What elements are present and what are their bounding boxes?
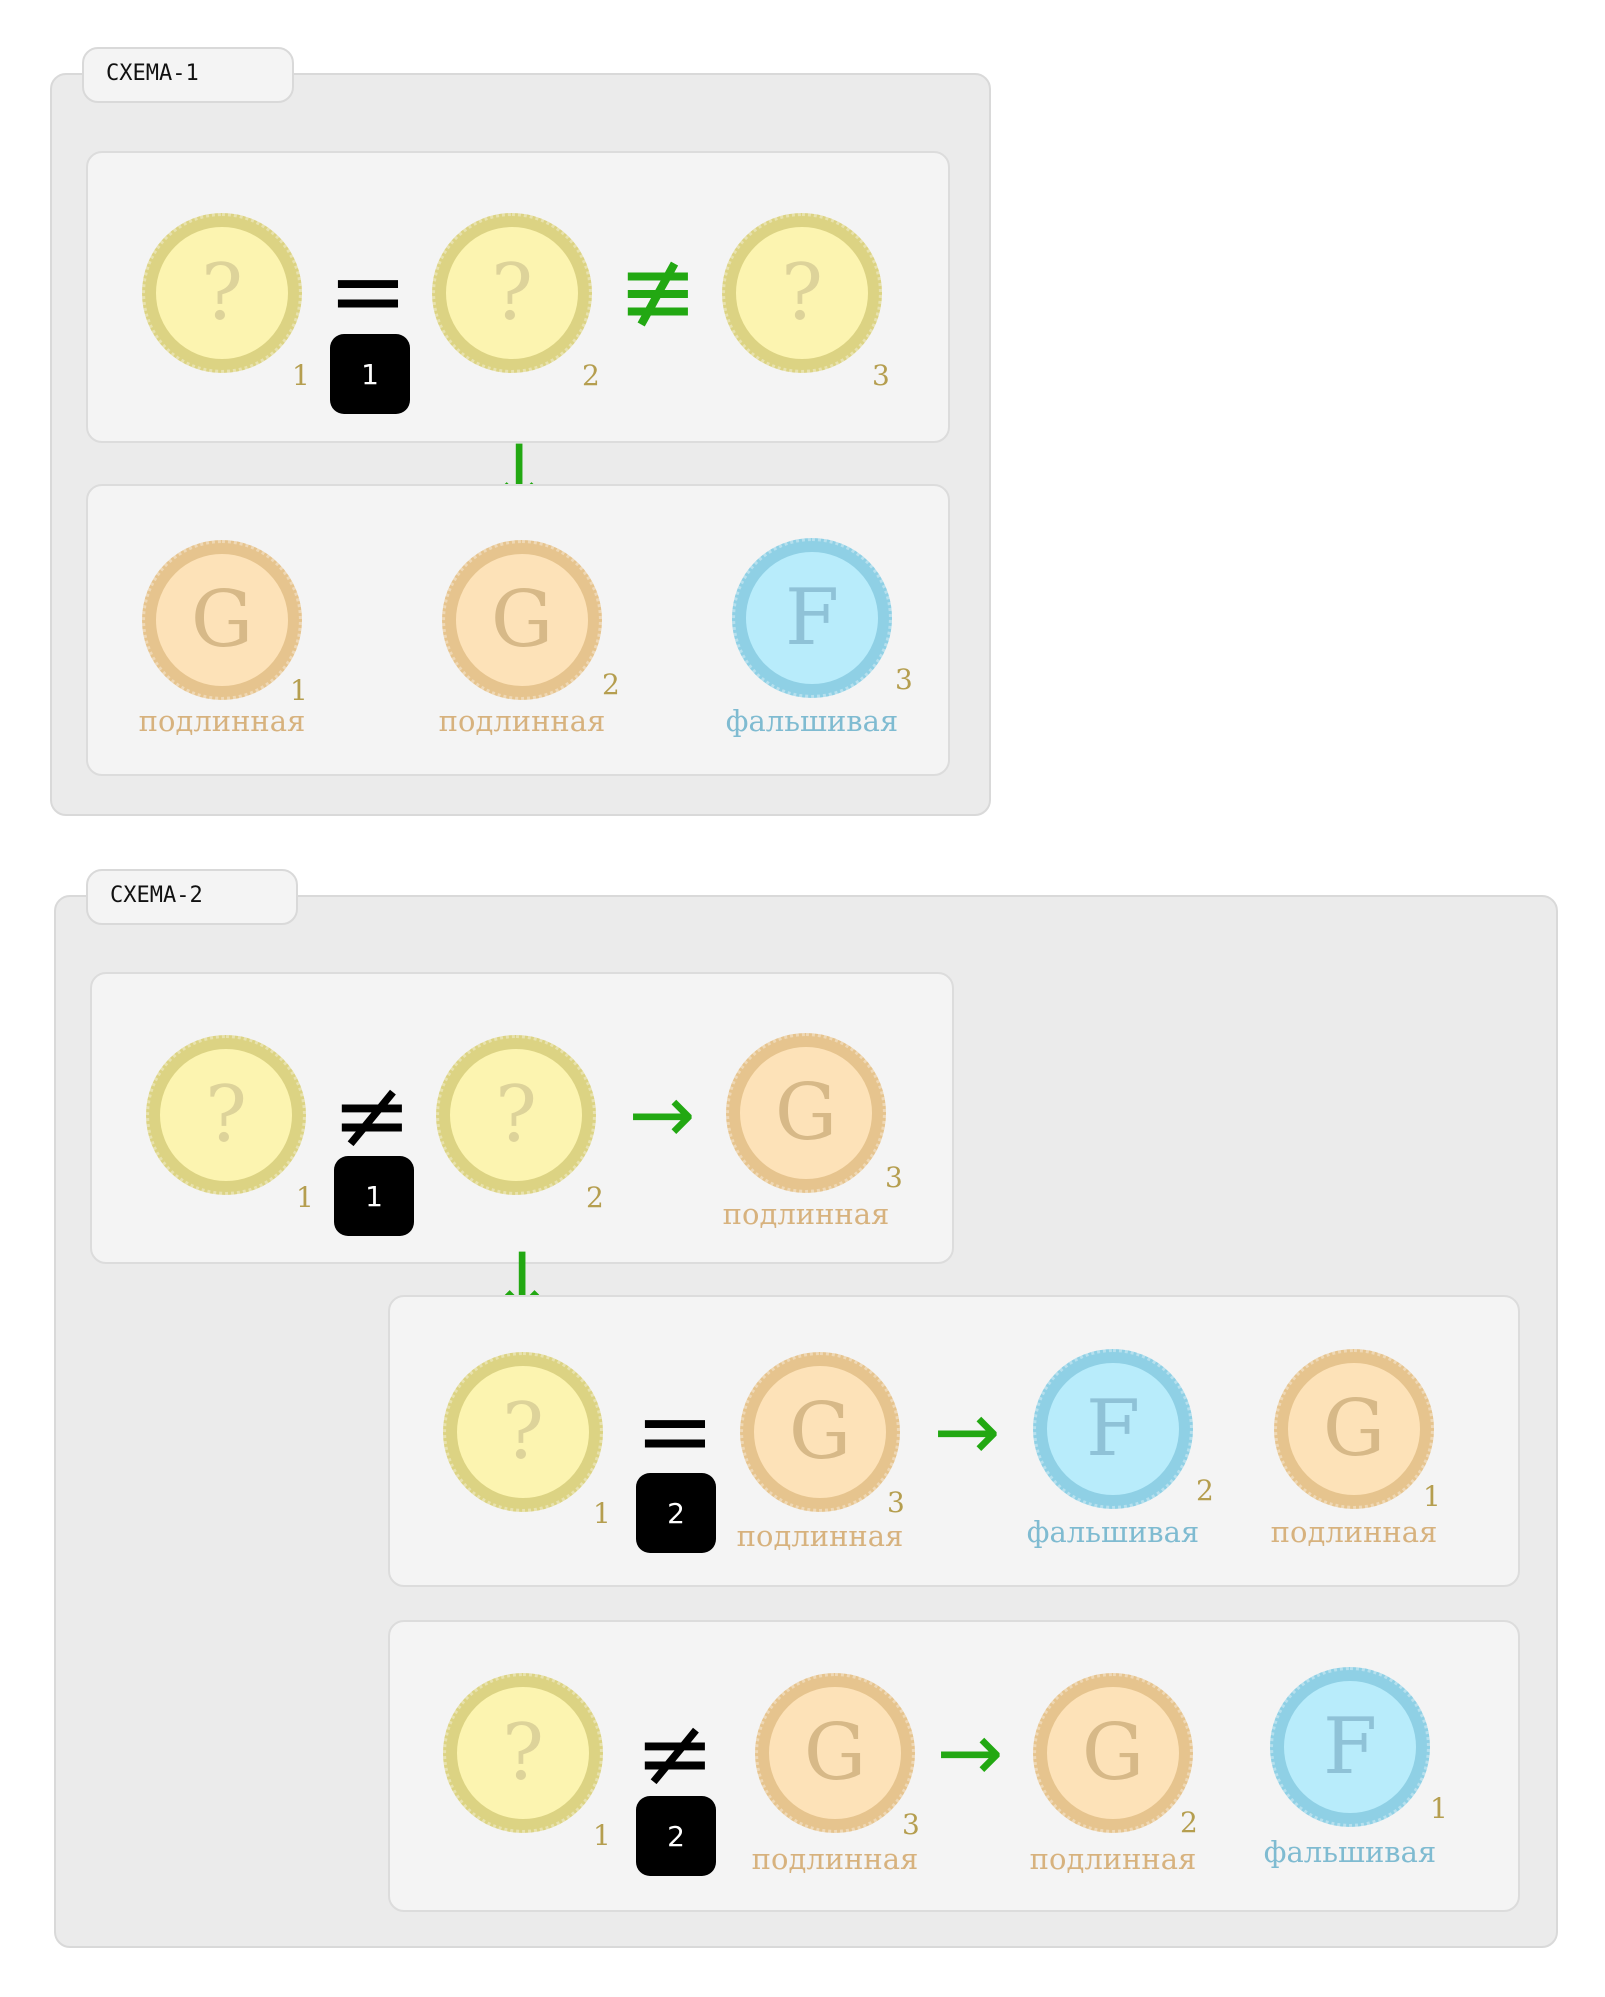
unknown-coin: ?	[436, 1035, 596, 1195]
arrow-right: →	[933, 1385, 1001, 1478]
coin-number: 1	[292, 359, 310, 392]
coin-symbol: G	[490, 575, 554, 665]
coin-number: 1	[1423, 1480, 1441, 1513]
coin-label: подлинная	[138, 704, 306, 738]
step-badge: 2	[636, 1796, 716, 1876]
coin-number: 3	[887, 1486, 905, 1519]
coin-number: 1	[296, 1181, 314, 1214]
coin-symbol: G	[803, 1708, 867, 1798]
coin-symbol: F	[1322, 1702, 1378, 1792]
unknown-coin: ?	[432, 213, 592, 373]
coin-symbol: ?	[205, 1070, 247, 1160]
fake-coin: F	[1270, 1667, 1430, 1827]
coin-number: 2	[586, 1181, 604, 1214]
fake-coin: F	[732, 538, 892, 698]
coin-symbol: ?	[502, 1708, 544, 1798]
coin-label: фальшивая	[1263, 1835, 1437, 1869]
coin-symbol: ?	[502, 1387, 544, 1477]
unknown-coin: ?	[142, 213, 302, 373]
scheme-2-title: СХЕМА-2	[86, 869, 298, 925]
genuine-coin: G	[1033, 1673, 1193, 1833]
coin-number: 1	[593, 1819, 611, 1852]
genuine-coin: G	[726, 1033, 886, 1193]
coin-symbol: G	[788, 1387, 852, 1477]
coin-number: 2	[602, 668, 620, 701]
coin-symbol: F	[1085, 1384, 1141, 1474]
coin-symbol: ?	[491, 248, 533, 338]
coin-number: 3	[872, 359, 890, 392]
coin-number: 2	[1180, 1806, 1198, 1839]
coin-symbol: ?	[495, 1070, 537, 1160]
coin-symbol: G	[1322, 1384, 1386, 1474]
coin-symbol: G	[190, 575, 254, 665]
genuine-coin: G	[740, 1352, 900, 1512]
coin-number: 1	[290, 674, 308, 707]
coin-label: фальшивая	[1026, 1515, 1200, 1549]
coin-number: 1	[1430, 1792, 1448, 1825]
fake-coin: F	[1033, 1349, 1193, 1509]
step-badge: 2	[636, 1473, 716, 1553]
coin-number: 3	[885, 1161, 903, 1194]
unknown-coin: ?	[443, 1673, 603, 1833]
genuine-coin: G	[1274, 1349, 1434, 1509]
not-equal-sign: ≠	[331, 1059, 413, 1171]
genuine-coin: G	[755, 1673, 915, 1833]
genuine-coin: G	[442, 540, 602, 700]
arrow-right: →	[936, 1706, 1004, 1799]
unknown-coin: ?	[722, 213, 882, 373]
coin-number: 2	[582, 359, 600, 392]
not-equal-sign: ≠	[634, 1697, 716, 1809]
coin-symbol: G	[774, 1068, 838, 1158]
coin-symbol: ?	[781, 248, 823, 338]
coin-number: 3	[895, 663, 913, 696]
scheme-1-title: СХЕМА-1	[82, 47, 294, 103]
coin-label: подлинная	[722, 1197, 890, 1231]
coin-label: подлинная	[1029, 1842, 1197, 1876]
step-badge: 1	[334, 1156, 414, 1236]
not-equivalent-sign: ≢	[617, 235, 699, 347]
coin-number: 3	[902, 1808, 920, 1841]
coin-symbol: F	[784, 573, 840, 663]
coin-number: 2	[1196, 1474, 1214, 1507]
coin-number: 1	[593, 1497, 611, 1530]
coin-label: фальшивая	[725, 704, 899, 738]
unknown-coin: ?	[146, 1035, 306, 1195]
unknown-coin: ?	[443, 1352, 603, 1512]
coin-label: подлинная	[438, 704, 606, 738]
equals-sign: =	[327, 235, 409, 347]
step-badge: 1	[330, 334, 410, 414]
coin-label: подлинная	[1270, 1515, 1438, 1549]
arrow-right: →	[628, 1068, 696, 1161]
coin-label: подлинная	[751, 1842, 919, 1876]
genuine-coin: G	[142, 540, 302, 700]
coin-label: подлинная	[736, 1519, 904, 1553]
coin-symbol: ?	[201, 248, 243, 338]
equals-sign: =	[634, 1375, 716, 1487]
coin-symbol: G	[1081, 1708, 1145, 1798]
